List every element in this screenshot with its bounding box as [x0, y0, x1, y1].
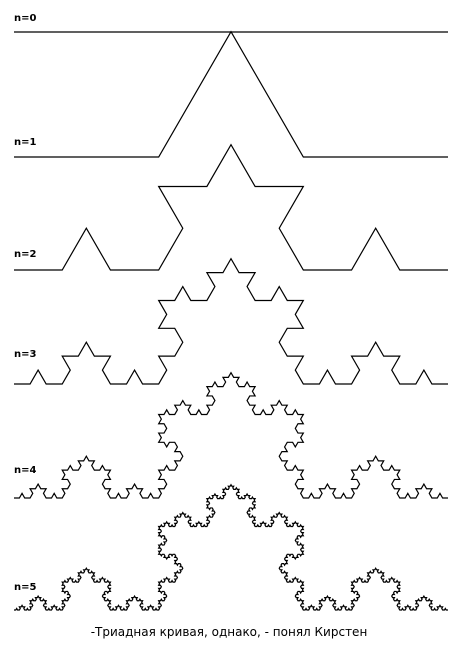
koch-curve-order-1 [14, 30, 448, 158]
iteration-1: n=1 [14, 30, 448, 158]
iteration-label: n=4 [14, 465, 36, 476]
iteration-label: n=0 [14, 13, 36, 24]
iteration-label: n=1 [14, 137, 36, 148]
koch-curve-order-2 [14, 143, 448, 271]
koch-curve-order-3 [14, 257, 448, 385]
koch-curve-order-4 [14, 371, 448, 499]
iteration-3: n=3 [14, 257, 448, 385]
iteration-2: n=2 [14, 143, 448, 271]
iteration-label: n=3 [14, 349, 36, 360]
iteration-label: n=2 [14, 249, 36, 260]
iteration-0: n=0 [14, 13, 448, 33]
iteration-5: n=5 [14, 483, 448, 611]
koch-curve-order-5 [14, 483, 448, 611]
figure-caption: -Триадная кривая, однако, - понял Кирсте… [91, 625, 368, 639]
iteration-4: n=4 [14, 371, 448, 499]
iteration-label: n=5 [14, 582, 36, 593]
